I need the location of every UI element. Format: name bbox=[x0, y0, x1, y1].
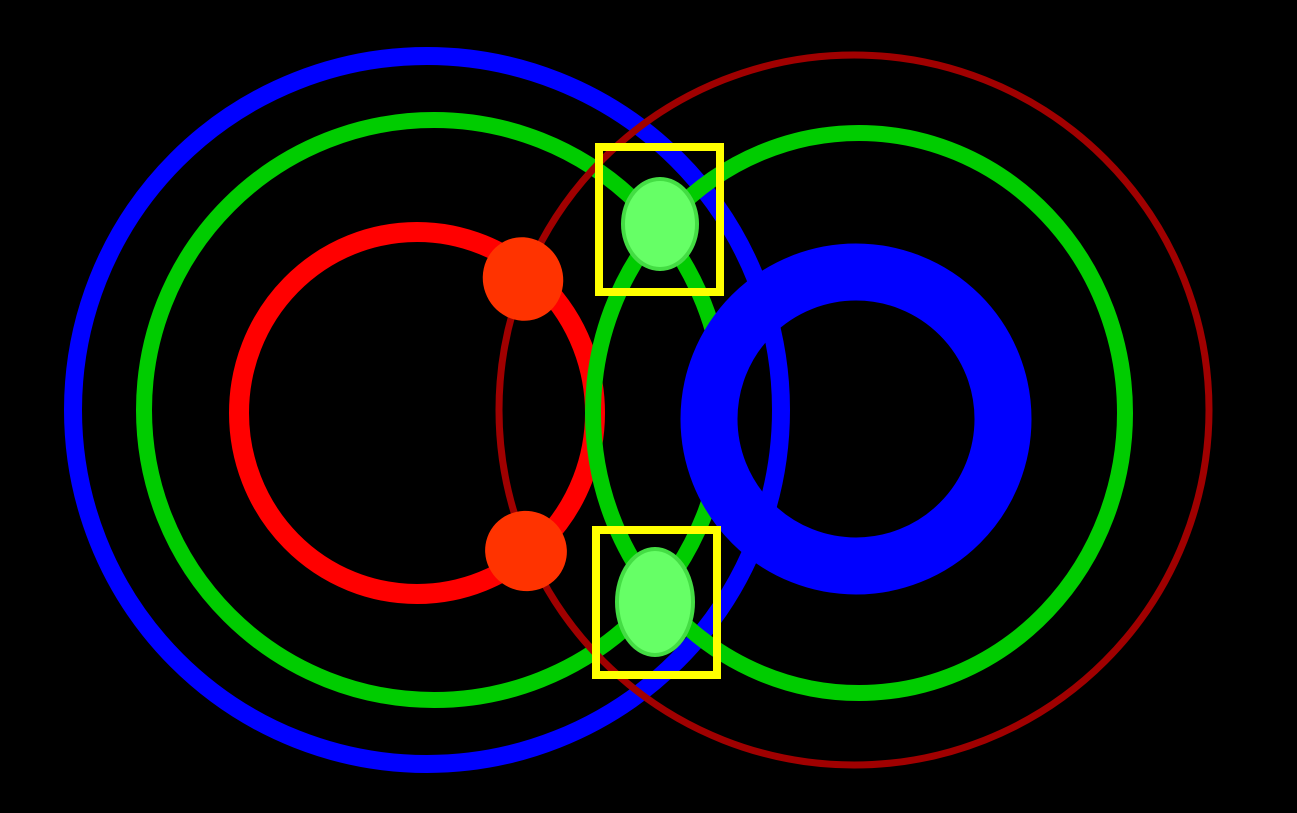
right-middle-green-circle bbox=[585, 125, 1133, 701]
right-inner-blue-ring bbox=[680, 243, 1032, 595]
upper-orange-ellipse bbox=[482, 237, 564, 321]
upper-yellow-box bbox=[595, 143, 724, 296]
left-outer-blue-circle bbox=[64, 47, 790, 773]
lower-orange-ellipse bbox=[485, 510, 567, 592]
lower-yellow-box bbox=[592, 526, 721, 679]
right-outer-dark-red-circle bbox=[495, 51, 1213, 769]
upper-green-ellipse bbox=[621, 177, 699, 271]
lower-green-ellipse bbox=[615, 547, 695, 657]
